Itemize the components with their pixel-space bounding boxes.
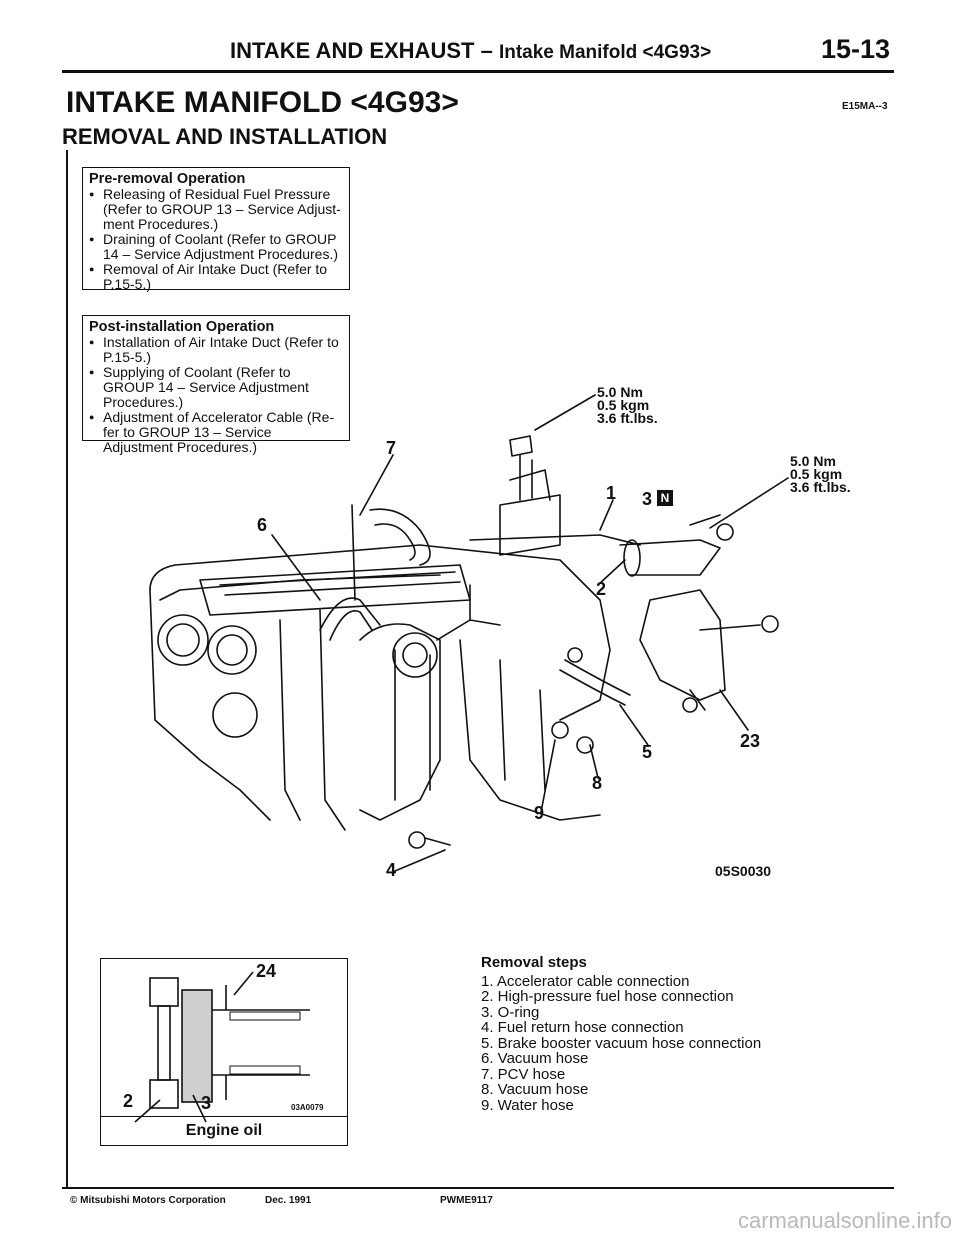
footer-doc-code: PWME9117	[440, 1195, 493, 1206]
callout-1: 1	[606, 483, 617, 503]
pre-removal-item: Draining of Coolant (Refer to GROUP 14 –…	[89, 232, 343, 262]
removal-step: 1. Accelerator cable connection	[481, 972, 690, 990]
footer-rule	[62, 1187, 894, 1189]
callout-8: 8	[592, 773, 603, 793]
footer-copyright: © Mitsubishi Motors Corporation	[70, 1195, 226, 1206]
header-rule	[62, 70, 894, 73]
removal-step: 8. Vacuum hose	[481, 1081, 589, 1098]
torque-1-ftlbs: 3.6 ft.lbs.	[597, 410, 658, 426]
page-number: 15-13	[820, 34, 890, 64]
torque-1-nm: 5.0 Nm	[597, 384, 643, 400]
callout-6: 6	[257, 515, 268, 535]
detail-label-24: 24	[256, 961, 277, 981]
post-installation-item: Installation of Air Intake Duct (Refer t…	[89, 335, 343, 365]
post-installation-item: Adjustment of Accelerator Cable (Re-fer …	[89, 410, 343, 455]
pre-removal-box: Pre-removal Operation Releasing of Resid…	[82, 167, 350, 292]
callout-23: 23	[740, 731, 761, 751]
watermark: carmanualsonline.info	[737, 1208, 952, 1233]
post-installation-box: Post-installation Operation Installation…	[82, 315, 350, 455]
section-title: INTAKE MANIFOLD <4G93>	[66, 86, 459, 119]
header-title-sub: Intake Manifold <4G93>	[498, 42, 712, 63]
callout-2: 2	[596, 579, 607, 599]
callout-7: 7	[386, 438, 397, 458]
callout-9: 9	[534, 803, 545, 823]
torque-2-kgm: 0.5 kgm	[790, 466, 843, 482]
header-title-dash: –	[480, 38, 493, 63]
footer-date: Dec. 1991	[265, 1195, 312, 1206]
post-installation-item: Supplying of Coolant (Refer to GROUP 14 …	[89, 365, 343, 410]
header-title: INTAKE AND EXHAUST – Intake Manifold <4G…	[230, 38, 711, 64]
detail-label-2: 2	[123, 1091, 134, 1111]
pre-removal-item: Removal of Air Intake Duct (Refer to P.1…	[89, 262, 343, 292]
detail-code: 03A0079	[291, 1103, 324, 1112]
section-subtitle: REMOVAL AND INSTALLATION	[62, 124, 388, 149]
removal-step: 6. Vacuum hose	[481, 1050, 589, 1067]
pre-removal-item: Releasing of Residual Fuel Pressure (Ref…	[89, 187, 343, 232]
callout-5: 5	[642, 742, 653, 762]
pre-removal-title: Pre-removal Operation	[89, 171, 246, 187]
post-installation-title: Post-installation Operation	[89, 319, 275, 335]
torque-spec-1: 5.0 Nm 0.5 kgm 3.6 ft.lbs.	[597, 384, 658, 426]
callout-3-mark: N	[657, 490, 673, 506]
removal-step: 3. O-ring	[481, 1003, 540, 1021]
torque-2-nm: 5.0 Nm	[790, 453, 836, 469]
removal-step: 2. High-pressure fuel hose connection	[481, 988, 734, 1005]
torque-1-kgm: 0.5 kgm	[597, 397, 650, 413]
removal-steps-title: Removal steps	[481, 954, 587, 971]
removal-step: 5. Brake booster vacuum hose connection	[481, 1034, 762, 1052]
figure-code: 05S0030	[715, 863, 772, 879]
callout-3: 3	[642, 489, 653, 509]
detail-caption: Engine oil	[101, 1116, 347, 1145]
removal-steps: Removal steps 1. Accelerator cable conne…	[481, 955, 761, 1113]
removal-step: 7. PCV hose	[481, 1065, 566, 1083]
left-margin-rule	[66, 150, 68, 1188]
torque-2-ftlbs: 3.6 ft.lbs.	[790, 479, 851, 495]
removal-step: 4. Fuel return hose connection	[481, 1019, 684, 1036]
engine-oil-detail-box: 24 2 3 03A0079 Engine oil	[100, 958, 348, 1146]
detail-label-3: 3	[201, 1093, 212, 1113]
removal-step: 9. Water hose	[481, 1096, 574, 1114]
callout-4: 4	[386, 860, 397, 880]
header-title-main: INTAKE AND EXHAUST	[230, 38, 475, 63]
torque-spec-2: 5.0 Nm 0.5 kgm 3.6 ft.lbs.	[790, 453, 851, 495]
section-code: E15MA--3	[842, 101, 888, 112]
